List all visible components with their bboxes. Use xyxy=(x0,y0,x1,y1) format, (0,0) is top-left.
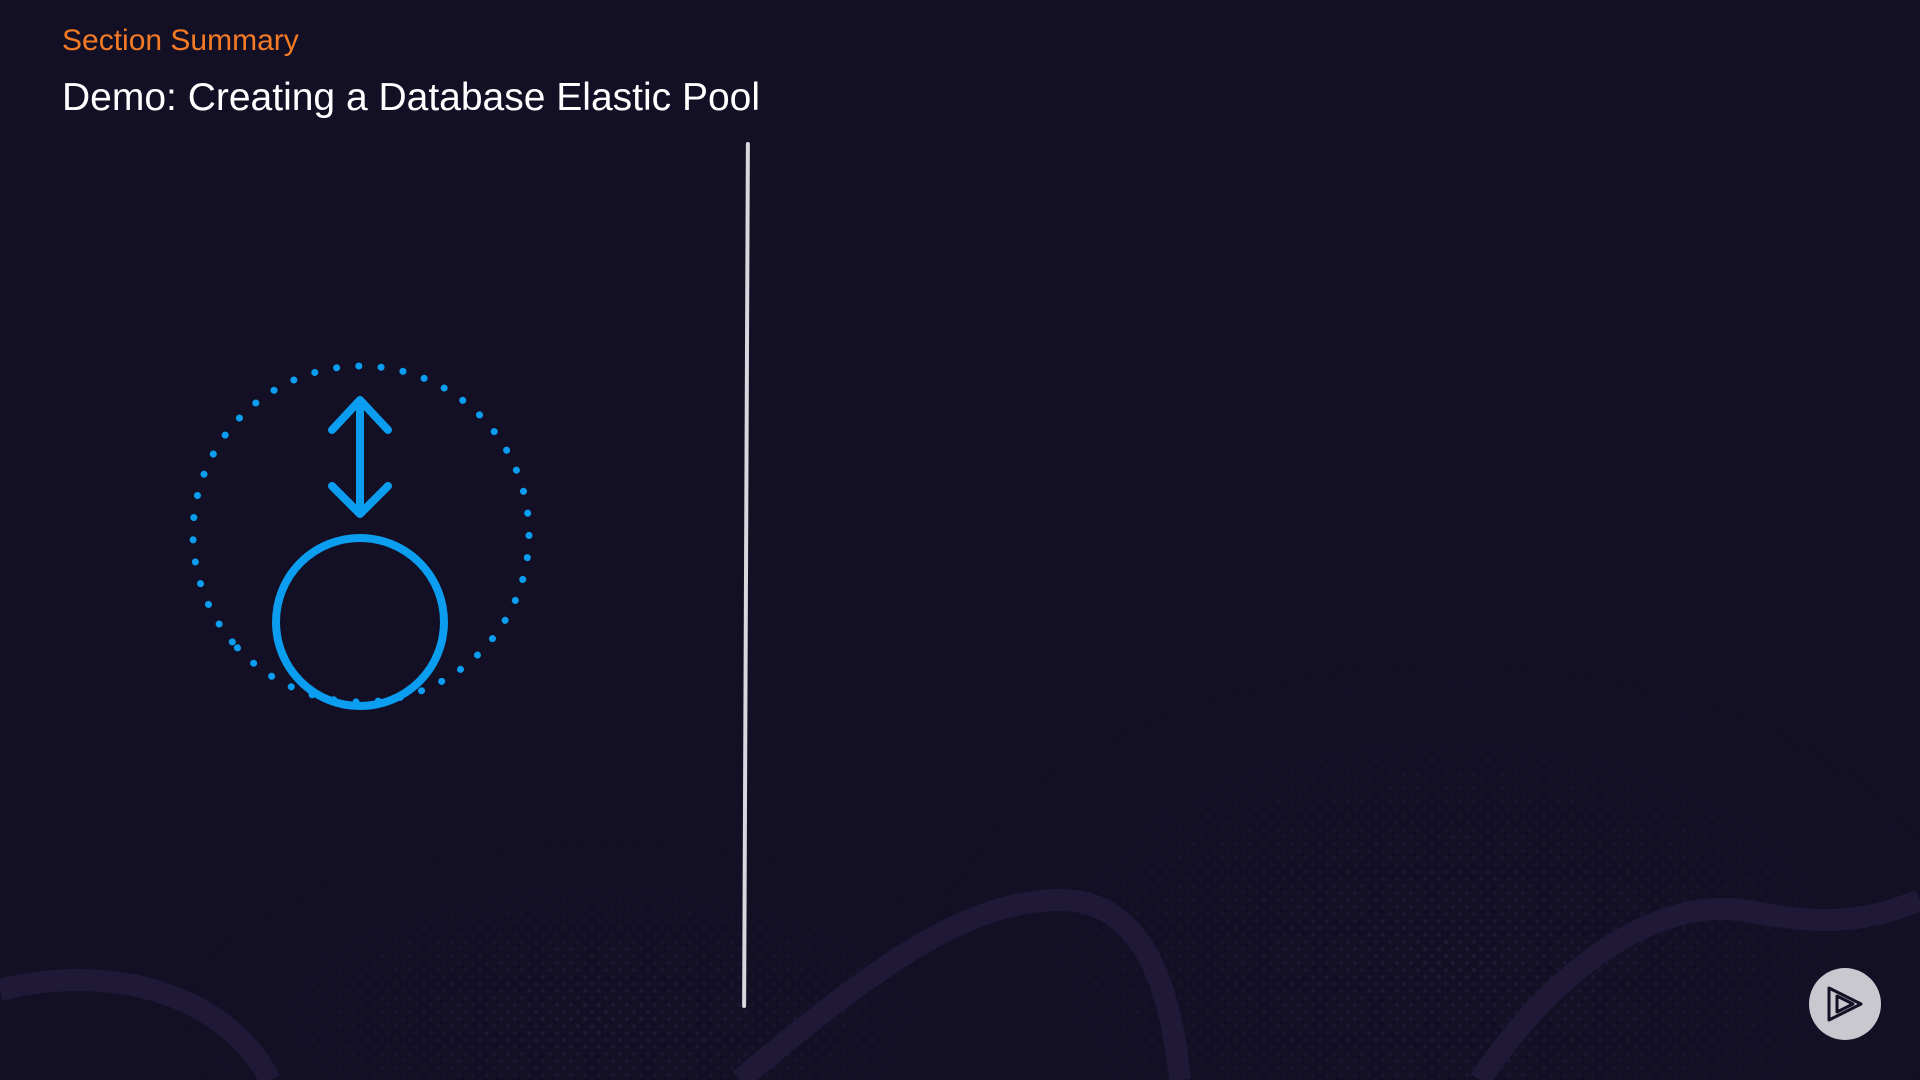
play-logo-button[interactable] xyxy=(1809,968,1881,1040)
dotted-ring xyxy=(189,362,533,706)
resize-arrow-icon xyxy=(328,396,392,518)
slide-title: Demo: Creating a Database Elastic Pool xyxy=(62,76,761,119)
section-label: Section Summary xyxy=(62,24,299,57)
elastic-pool-icon xyxy=(189,362,533,710)
divider-line xyxy=(742,142,750,1008)
database-circle xyxy=(272,534,448,710)
play-logo-icon xyxy=(1827,986,1863,1022)
